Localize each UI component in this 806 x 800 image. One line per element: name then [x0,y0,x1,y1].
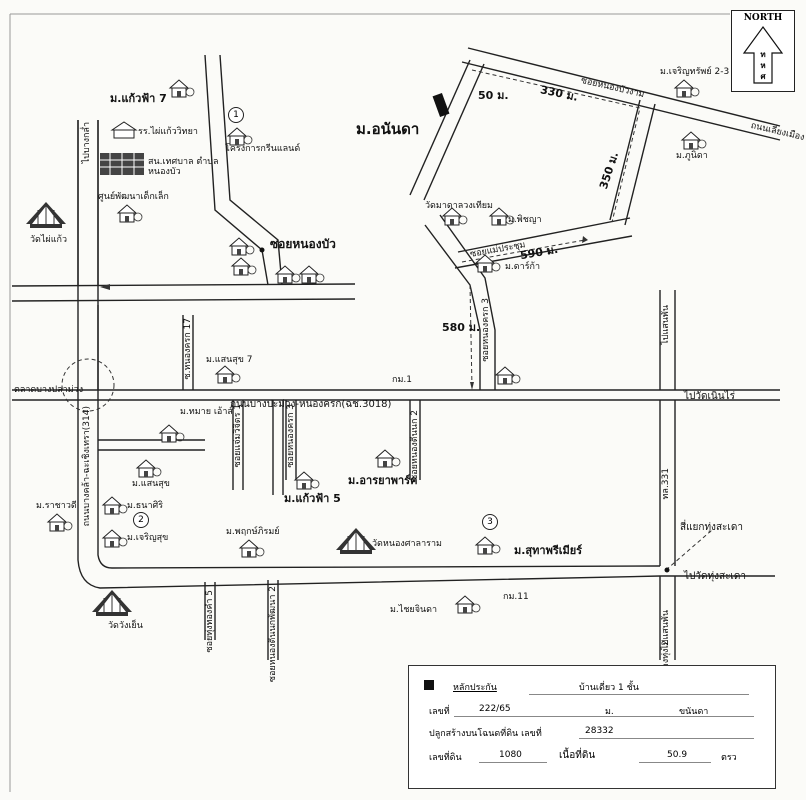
km11-label: กม.11 [503,592,529,602]
moo-label: ม. [605,707,614,717]
house-icon [294,471,320,490]
soi-l3-label: ซอยหนองครก 3 [286,404,296,468]
house-icon [227,127,253,146]
road-to-bangkok-label: ไปบางกล่ำ [82,122,92,164]
legend-swatch [424,680,434,690]
house-icon [495,366,521,385]
house-icon [375,449,401,468]
house-icon [475,536,501,555]
estate-thammai-label: ม.ทมาย เอ้าส์ [180,407,233,417]
child-center-label: ศูนย์พัฒนาเด็กเล็ก [98,192,169,202]
road-to-junction-label: สี่แยกทุ่งสะเดา [680,522,743,533]
house-icon [231,257,257,276]
road-hwy331-label: ทล.331 [661,468,671,500]
estate-charoensuk-label: ม.เจริญสุข [127,533,169,543]
house-icon [229,237,255,256]
km1-label: กม.1 [392,375,412,385]
house-icon [215,365,241,384]
north-label: NORTH [743,13,783,23]
soi-b2-label: ซอยหนองตีนนกพัฒนา 2 [268,586,278,683]
soi-l2-label: ซอยแจ่มวิจิตร 1 [233,404,243,468]
north-arrow-letter: ศ [760,72,766,81]
estate-phichaya-label: ม.พิชญา [508,215,542,225]
road-soi-nongkhrok-label: ซอยหนองครก 3 [481,298,491,362]
house-icon [674,79,700,98]
house-icon [102,496,128,515]
house-icon [299,265,325,284]
estate-thanasiri-label: ม.ธนาศิริ [127,501,164,511]
area-value: 50.9 [667,750,688,760]
distance-50-label: 50 ม. [478,89,509,102]
road-to-watnernrai-label: ไปวัดเนินไร่ [684,391,735,402]
house-icon [102,529,128,548]
temple-icon [25,201,67,229]
house-icon [159,424,185,443]
estate-phuda-label: ม.ภูนิดา [676,151,708,161]
estate-suan7-label: ม.แสนสุข 7 [206,355,253,365]
estate-charoenphat-label: ม.เจริญทรัพย์ 2-3 [660,67,730,77]
north-arrow-letter: ห [760,61,766,70]
house-icon [455,595,481,614]
land-no-value: 1080 [499,750,522,760]
soi-l4-label: ซอยหนองตีนนก 2 [410,410,420,481]
municipal-label: สน.เทศบาล ตำบลหนองบัว [148,157,219,177]
marker-3: 3 [482,514,498,530]
estate-kriangkrai-label: โครงการกรีนแลนด์ [225,144,301,154]
wat-wanyen-label: วัดวังเย็น [108,621,143,631]
house-no-value: 222/65 [479,704,511,714]
estate-saensuk-label: ม.แสนสุข [132,479,170,489]
main-estate-label: ม.อนันดา [356,120,420,138]
soi-b1-label: ซอยทุ่งทองคำ 5 [205,590,215,653]
marker-1: 1 [228,107,244,123]
estate-phasin-label: ม.พฤกษ์ภิรมย์ [226,527,280,537]
main-road-label: ถนนบางปะม่วง-หนองครก(ฉช.3018) [230,399,392,410]
marker-2: 2 [133,512,149,528]
land-no-label: เลขที่ดิน [429,753,462,763]
deed-label: ปลูกสร้างบนโฉนดที่ดิน เลขที่ [429,729,542,739]
deed-no: 28332 [585,726,614,736]
soi-l1-label: ซ.หนองครก 17 [183,318,193,380]
area-label: เนื้อที่ดิน [559,750,596,761]
estate-chaiyajinda-label: ม.ไชยจินดา [390,605,438,615]
estate-tharapri-label: ม.สุทาพรีเมียร์ [514,544,583,557]
estate-lotus-label: ม.ดาร์ก้า [505,262,541,272]
house-no-label: เลขที่ [429,707,450,717]
legend-title: หลักประกัน [453,683,497,693]
school-label: รร.ไผ่แก้ววิทยา [138,127,198,137]
soi-nongbua-label: ซอยหนองบัว [270,237,336,251]
house-icon [136,459,162,478]
house-icon [169,79,195,98]
area-unit: ตรว [721,753,737,763]
house-icon [239,539,265,558]
house-icon [117,204,143,223]
wat-phaikaew-label: วัดไผ่แก้ว [30,235,68,245]
estate-arayapark-label: ม.อารยาพาร์ค [348,474,418,487]
wat-kaewthiam-label: วัดมาดาลวงเทียม [425,201,493,211]
temple-icon [91,589,133,617]
market-label: ตลาดบางปลาม่วง [14,385,84,395]
north-arrow-icon [742,25,784,84]
estate-ratchawadee-label: ม.ราชาวดี [36,501,77,511]
north-arrow-letters: ทหศ [757,49,769,82]
road-to-bangkla-label: ไปแสนพัน [661,305,671,345]
road-to-watthung-label: ไปวัดทุ่งสะเดา [684,571,746,582]
estate-kaewfa5-label: ม.แก้วฟ้า 5 [284,492,341,505]
temple-icon [335,527,377,555]
house-icon [275,265,301,284]
legend-type: บ้านเดี่ยว 1 ชั้น [579,683,639,693]
highway-314-label: ถนนบางคล้า-ฉะเชิงเทรา(314) [82,406,92,527]
distance-580-label: 580 ม. [442,321,481,334]
moo-value: ขนันดา [679,707,709,717]
north-arrow-letter: ท [760,50,766,59]
estate-kaewfa7-label: ม.แก้วฟ้า 7 [110,92,167,105]
house-icon [681,131,707,150]
school-building-icon [100,153,144,175]
north-arrow-box: NORTH ทหศ [731,10,795,92]
collateral-legend: หลักประกัน บ้านเดี่ยว 1 ชั้น เลขที่ 222/… [408,665,776,789]
wat-nongsala-label: วัดหนองศาลาราม [372,539,442,549]
house-icon [47,513,73,532]
